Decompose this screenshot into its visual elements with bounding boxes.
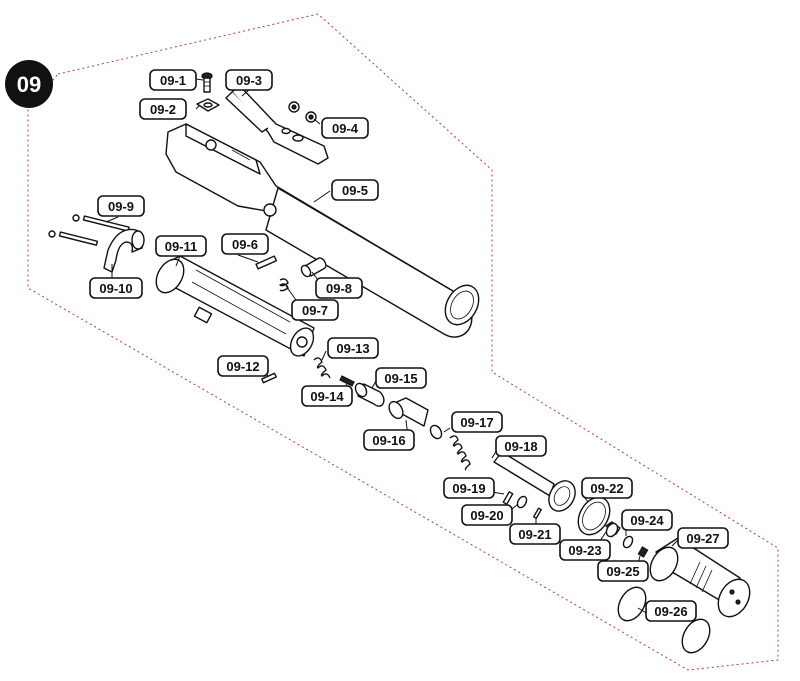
callout-09-10: 09-10 <box>89 277 143 299</box>
svg-text:09-17: 09-17 <box>460 415 493 430</box>
section-badge: 09 <box>5 60 53 108</box>
part-09-12-pin <box>261 372 277 384</box>
svg-text:09-6: 09-6 <box>232 237 258 252</box>
callout-09-22: 09-22 <box>581 477 633 499</box>
part-09-18-nozzle <box>493 451 576 512</box>
part-09-17-spring <box>449 435 471 471</box>
svg-text:09-23: 09-23 <box>568 543 601 558</box>
part-09-4-screws <box>288 101 317 123</box>
part-09-13-spring <box>313 357 331 379</box>
part-09-27-cylinder <box>649 537 751 618</box>
callout-09-5: 09-5 <box>331 179 379 201</box>
svg-text:09-21: 09-21 <box>518 527 551 542</box>
part-09-8-plunger <box>300 257 327 278</box>
svg-text:09-10: 09-10 <box>99 281 132 296</box>
svg-text:09-15: 09-15 <box>384 371 417 386</box>
part-09-11-bolt-carrier <box>155 255 315 357</box>
callout-09-18: 09-18 <box>495 435 547 457</box>
svg-text:09-2: 09-2 <box>150 102 176 117</box>
callout-09-2: 09-2 <box>139 98 187 120</box>
callout-09-19: 09-19 <box>443 477 495 499</box>
part-09-25-screw <box>637 546 649 558</box>
callout-09-11: 09-11 <box>155 235 207 257</box>
callout-09-3: 09-3 <box>225 69 273 91</box>
callout-09-13: 09-13 <box>327 337 379 359</box>
part-09-16-bolt-head <box>388 397 429 427</box>
callout-09-24: 09-24 <box>621 509 673 531</box>
svg-text:09-25: 09-25 <box>606 564 639 579</box>
callout-09-21: 09-21 <box>509 523 561 545</box>
svg-text:09-13: 09-13 <box>336 341 369 356</box>
callout-09-15: 09-15 <box>375 367 427 389</box>
svg-text:09-5: 09-5 <box>342 183 368 198</box>
callout-09-4: 09-4 <box>321 117 369 139</box>
part-09-7-spring <box>279 278 289 292</box>
part-09-23-valve <box>605 521 621 538</box>
callout-09-6: 09-6 <box>221 233 269 255</box>
svg-text:09-26: 09-26 <box>654 604 687 619</box>
callout-09-12: 09-12 <box>217 355 269 377</box>
callout-09-25: 09-25 <box>597 560 649 582</box>
svg-text:09-8: 09-8 <box>326 281 352 296</box>
svg-text:09-27: 09-27 <box>686 531 719 546</box>
part-09-2-nut <box>196 98 220 112</box>
callout-09-27: 09-27 <box>677 527 729 549</box>
svg-text:09-19: 09-19 <box>452 481 485 496</box>
svg-text:09-9: 09-9 <box>108 199 134 214</box>
part-09-20-oring <box>516 495 528 509</box>
part-09-3-bracket <box>225 85 329 165</box>
part-09-6-pin <box>255 255 278 270</box>
svg-text:09-22: 09-22 <box>590 481 623 496</box>
part-09-26-orings <box>617 586 711 654</box>
callout-09-8: 09-8 <box>315 277 363 299</box>
svg-text:09-20: 09-20 <box>470 508 503 523</box>
svg-text:09-12: 09-12 <box>226 359 259 374</box>
callout-09-7: 09-7 <box>291 299 339 321</box>
svg-text:09-3: 09-3 <box>236 73 262 88</box>
part-09-21-pin <box>532 507 542 520</box>
svg-text:09-11: 09-11 <box>165 239 198 254</box>
part-09-1-screw <box>201 72 213 93</box>
part-09-17-oring <box>429 424 443 440</box>
part-09-19-pin <box>502 491 514 505</box>
callout-09-26: 09-26 <box>645 600 697 622</box>
svg-text:09-14: 09-14 <box>310 389 344 404</box>
svg-text:09-16: 09-16 <box>372 433 405 448</box>
callout-09-14: 09-14 <box>301 385 353 407</box>
part-09-22-oring <box>577 496 611 536</box>
svg-text:09-4: 09-4 <box>332 121 359 136</box>
callout-09-16: 09-16 <box>363 429 415 451</box>
callout-09-9: 09-9 <box>97 195 145 217</box>
svg-text:09-1: 09-1 <box>160 73 186 88</box>
part-09-5-tube-assembly <box>165 123 480 338</box>
callout-09-20: 09-20 <box>461 504 513 526</box>
section-badge-number: 09 <box>17 72 41 97</box>
part-09-14-spring <box>339 375 355 387</box>
svg-text:09-18: 09-18 <box>504 439 537 454</box>
callout-09-23: 09-23 <box>559 539 611 561</box>
svg-text:09-24: 09-24 <box>630 513 664 528</box>
part-09-24-oring <box>622 535 634 549</box>
part-09-15-firing-pin <box>354 382 385 407</box>
callout-09-17: 09-17 <box>451 411 503 433</box>
callout-09-1: 09-1 <box>149 69 197 91</box>
svg-text:09-7: 09-7 <box>302 303 328 318</box>
part-09-10-clip <box>103 228 145 273</box>
